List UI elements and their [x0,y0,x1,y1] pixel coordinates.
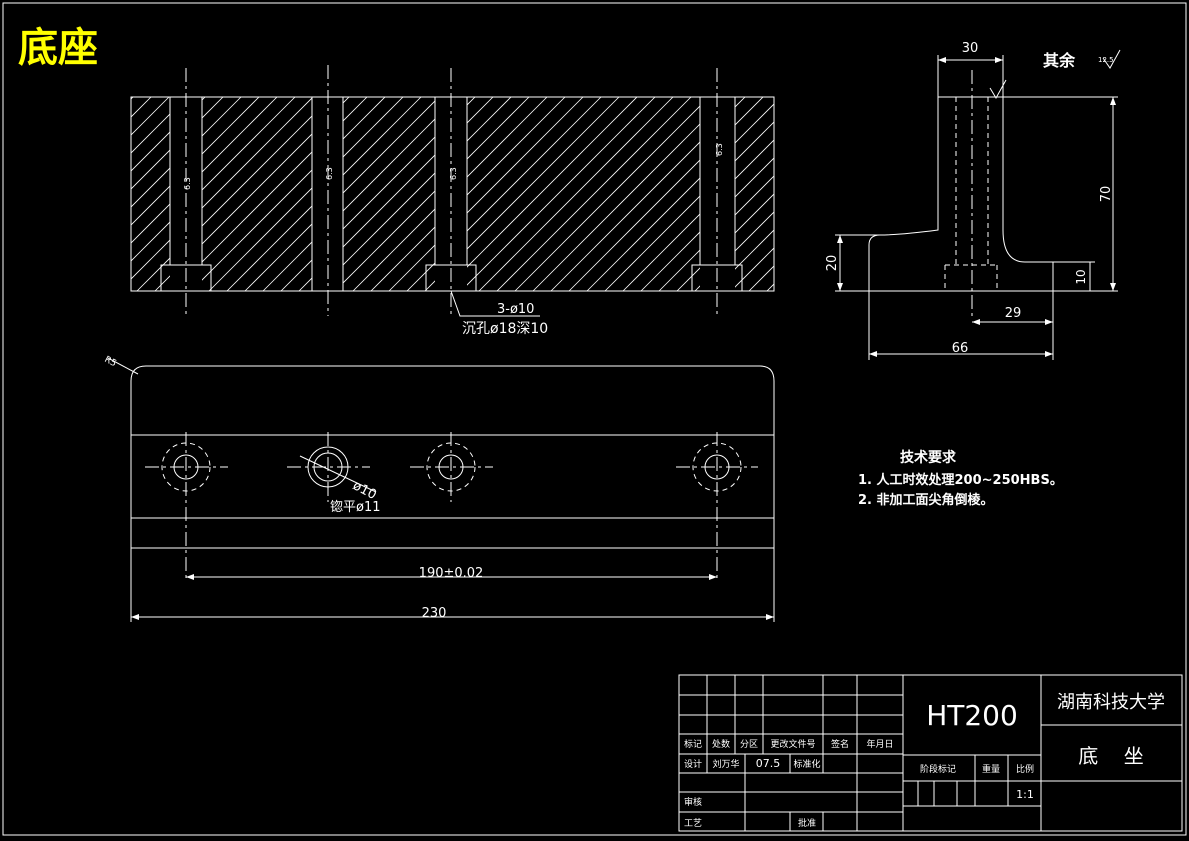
note-2: 2. 非加工面尖角倒棱。 [858,492,994,508]
drawing-title: 底座 [18,25,98,71]
tb-col-zone: 分区 [740,739,758,750]
dim-29: 29 [1005,306,1022,321]
dim-70: 70 [1099,186,1114,203]
roughness-mark-4: 6.3 [715,143,724,156]
rest-roughness-label: 其余 [1043,51,1076,70]
tb-col-sign: 签名 [831,738,849,750]
technical-notes: 技术要求 1. 人工时效处理200~250HBS。 2. 非加工面尖角倒棱。 [858,449,1063,508]
tb-process-label: 工艺 [684,818,702,829]
radius-label: R5 [103,355,118,369]
tb-design-label: 设计 [684,758,702,770]
rest-roughness-value: 12.5 [1098,56,1114,64]
tb-date: 07.5 [756,757,781,770]
tb-standard-label: 标准化 [793,758,820,770]
tb-designer: 刘万华 [712,758,739,770]
tb-col-docno: 更改文件号 [770,738,815,750]
tb-review-label: 审核 [684,796,702,808]
dim-20: 20 [825,255,840,272]
tb-approve-label: 批准 [798,817,816,829]
top-view: R5 ø10 锪平ø11 190±0.02 230 [103,355,775,622]
tb-scale: 1:1 [1016,788,1034,801]
title-block: 标记 处数 分区 更改文件号 签名 年月日 设计 刘万华 07.5 标准化 审核… [678,674,1183,832]
tb-col-count: 处数 [712,738,730,750]
front-section-view: 6.3 6.3 6.3 6.3 3-ø10 沉孔ø18深10 [130,65,775,337]
roughness-mark-2: 6.3 [325,167,334,180]
dim-66: 66 [952,341,969,356]
roughness-mark-3: 6.3 [449,167,458,180]
spotface-note: 锪平ø11 [330,499,381,515]
tb-material: HT200 [926,699,1018,732]
tb-weight-label: 重量 [982,763,1000,775]
tb-school: 湖南科技大学 [1057,692,1165,713]
tb-col-date: 年月日 [866,738,893,750]
dim-10: 10 [1074,269,1088,284]
section-hatching [131,97,774,291]
tb-stage-label: 阶段标记 [920,763,956,775]
roughness-mark-1: 6.3 [183,177,192,190]
notes-heading: 技术要求 [900,449,957,466]
dim-230: 230 [422,606,447,621]
tb-part-name: 底 坐 [1078,744,1143,768]
tb-col-mark: 标记 [684,738,702,750]
hole-callout: 3-ø10 [497,302,534,317]
side-view: 30 其余 12.5 70 10 20 29 66 [825,41,1121,360]
tb-scale-label: 比例 [1016,763,1034,775]
dim-30: 30 [962,41,979,56]
dim-190: 190±0.02 [419,566,484,581]
note-1: 1. 人工时效处理200~250HBS。 [858,472,1063,488]
counterbore-note: 沉孔ø18深10 [462,321,548,337]
